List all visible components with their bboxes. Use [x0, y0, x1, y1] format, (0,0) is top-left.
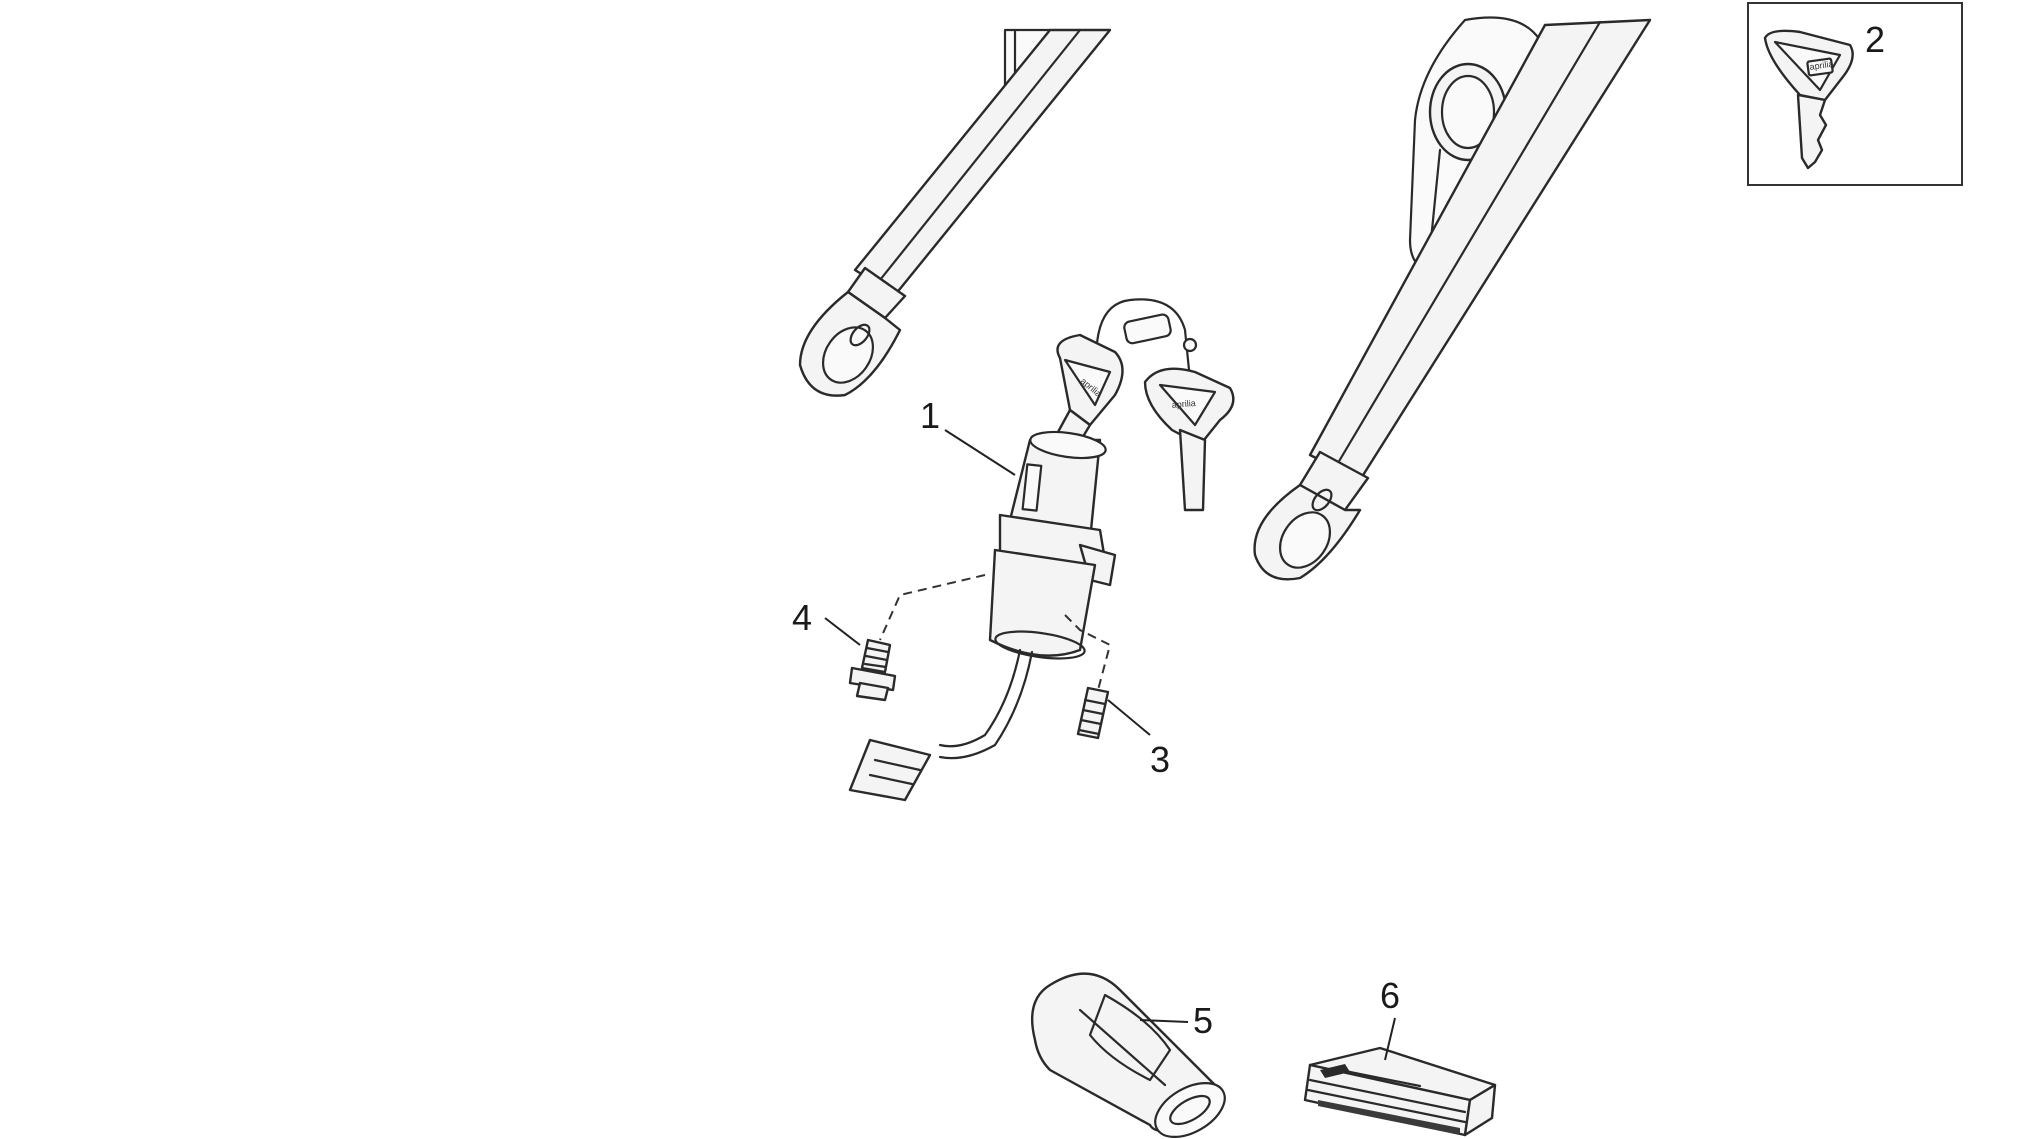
- callout-4: 4: [792, 597, 812, 638]
- callout-2: 2: [1865, 19, 1885, 60]
- callout-6: 6: [1380, 975, 1400, 1016]
- manual-booklet-icon: [1303, 1046, 1497, 1137]
- leader-5: [1139, 1019, 1189, 1023]
- key-icon: aprilia: [1763, 29, 1854, 170]
- spare-key-brand-label: aprilia: [1171, 398, 1196, 410]
- inset-key-brand-label: aprilia: [1809, 59, 1834, 72]
- ignition-switch-icon: aprilia aprilia: [848, 298, 1235, 802]
- left-frame-tube-icon: [798, 28, 1112, 397]
- leader-3: [1107, 699, 1151, 736]
- callout-3: 3: [1150, 739, 1170, 780]
- leader-4: [824, 617, 861, 646]
- grub-screw-icon: [1076, 686, 1110, 740]
- callout-1: 1: [920, 395, 940, 436]
- leader-1: [944, 429, 1016, 476]
- assembly-line-right: [1064, 614, 1112, 691]
- right-frame-tube-icon: [1253, 16, 1652, 581]
- assembly-line-left: [879, 574, 986, 641]
- key-inset-frame: [1747, 2, 1963, 186]
- leader-6: [1384, 1017, 1396, 1061]
- tool-roll-icon: [1031, 972, 1226, 1139]
- screw-icon: [848, 638, 897, 702]
- callout-5: 5: [1193, 1000, 1213, 1041]
